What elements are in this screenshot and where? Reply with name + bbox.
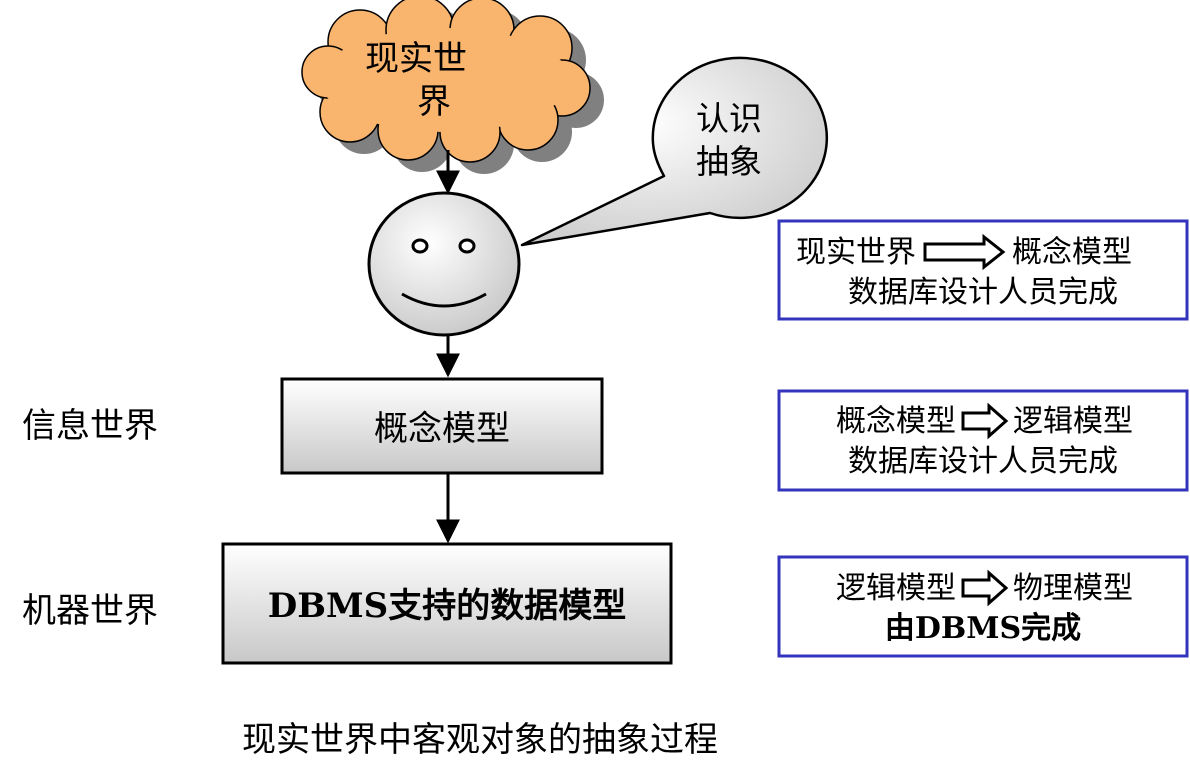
machine-world-label: 机器世界 [22,591,158,631]
note-box-3: 逻辑模型 物理模型 由DBMS完成 [777,555,1189,658]
smiley-face-icon [367,191,521,337]
note-1-from: 现实世界 [796,235,916,270]
concept-model-label: 概念模型 [374,409,510,449]
note-box-2: 概念模型 逻辑模型 数据库设计人员完成 [777,389,1189,492]
note-3-from: 逻辑模型 [836,571,956,606]
bubble-label-line1: 认识 [696,99,762,138]
note-box-1: 现实世界 概念模型 数据库设计人员完成 [777,219,1189,321]
diagram-caption: 现实世界中客观对象的抽象过程 [242,720,718,760]
note-2-line2: 数据库设计人员完成 [848,444,1118,479]
real-world-cloud: 现实世 界 [301,0,604,174]
dbms-model-label: DBMS支持的数据模型 [268,586,626,626]
concept-model-box: 概念模型 [280,377,604,475]
cloud-label-line1: 现实世 [365,39,467,79]
cloud-label-line2: 界 [417,82,451,122]
note-1-arrow-icon [923,233,1006,271]
note-2-from: 概念模型 [836,404,956,439]
note-3-arrow-icon [961,569,1009,607]
abstraction-speech-bubble: 认识 抽象 [520,56,829,247]
note-3-line2: 由DBMS完成 [885,611,1081,646]
note-2-arrow-icon [961,402,1009,440]
note-3-to: 物理模型 [1013,571,1133,606]
cloud-fill [320,28,570,132]
bubble-label-line2: 抽象 [696,142,762,181]
bubble-shape [520,56,829,247]
info-world-label: 信息世界 [22,406,158,446]
note-1-to: 概念模型 [1012,235,1132,270]
note-1-line2: 数据库设计人员完成 [848,275,1118,310]
note-2-to: 逻辑模型 [1013,404,1133,439]
dbms-model-box: DBMS支持的数据模型 [221,542,673,665]
